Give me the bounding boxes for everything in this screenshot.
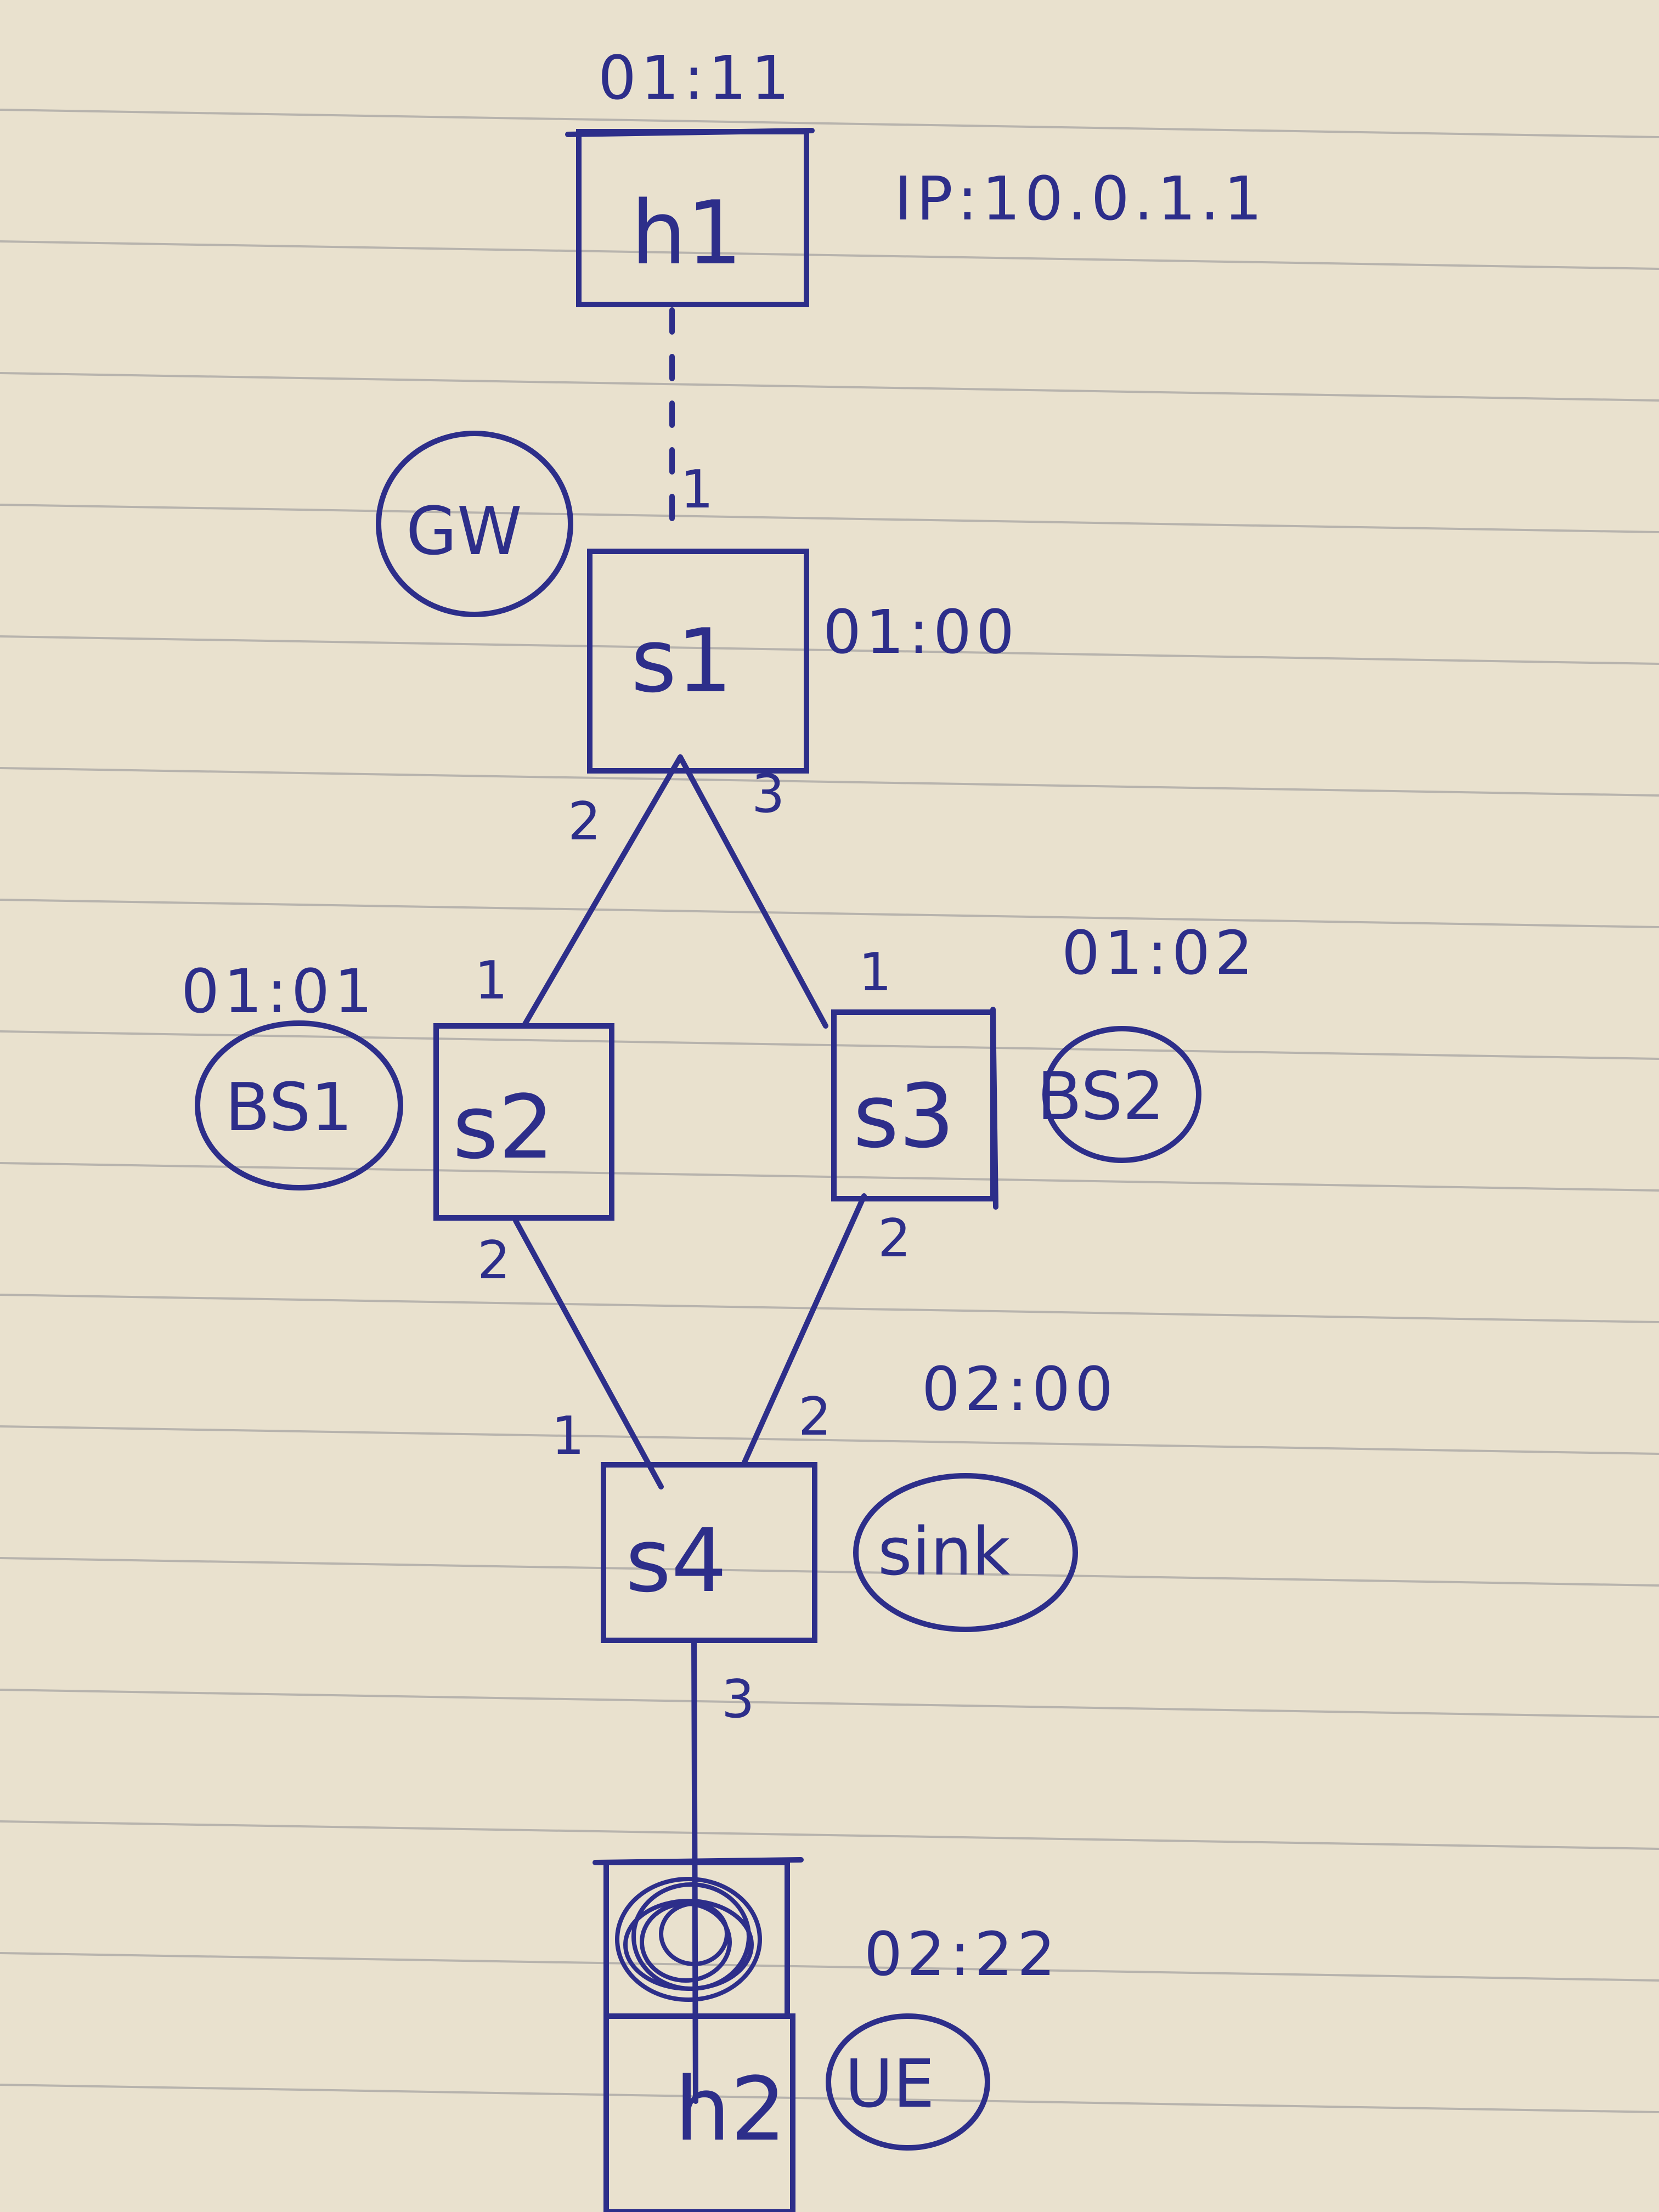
link-s4-h2: [691, 1638, 698, 2104]
ruled-lines: [0, 109, 1659, 2113]
link-s1-s2: [521, 754, 683, 1029]
port-s3-top: 1: [859, 943, 891, 1003]
port-s1-top: 1: [680, 460, 713, 520]
node-h2: h2 02:22 UE: [592, 1857, 1060, 2212]
port-s2-top: 1: [475, 951, 507, 1011]
mac-label-s2: 01:01: [181, 956, 377, 1026]
port-s1-right: 3: [752, 764, 785, 825]
role-circle-s1: [376, 431, 573, 617]
port-s4-bottom: 3: [721, 1669, 754, 1730]
mac-label-h2: 02:22: [864, 1919, 1060, 1989]
node-label-s1: s1: [631, 610, 732, 712]
node-label-h2: h2: [675, 2058, 786, 2160]
role-circle-s3: [1042, 1026, 1201, 1163]
role-label-s3: BS2: [1037, 1059, 1165, 1135]
role-circle-h2: [826, 2013, 990, 2151]
link-s3-s4: [741, 1193, 867, 1468]
node-label-s4: s4: [625, 1509, 727, 1612]
mac-label-s3: 01:02: [1062, 918, 1257, 988]
port-s4-left: 1: [551, 1406, 584, 1466]
node-s2: s2 01:01 BS1 1 2: [181, 951, 614, 1291]
node-label-h1: h1: [631, 182, 742, 284]
scribbled-out-box: [592, 1857, 804, 2019]
node-box-s1: [587, 549, 809, 774]
ip-label-h1: IP:10.0.1.1: [894, 163, 1267, 234]
node-s1: s1 01:00 GW 1 2 3: [376, 431, 1019, 852]
link-s2-s4: [513, 1218, 664, 1489]
port-s1-left: 2: [568, 792, 601, 852]
node-s3: s3 01:02 BS2 1 2: [831, 918, 1257, 1269]
role-label-s1: GW: [406, 494, 522, 570]
role-circle-s2: [195, 1020, 403, 1190]
role-label-s4: sink: [878, 1514, 1011, 1590]
port-s2-bottom: 2: [477, 1231, 510, 1291]
node-box-s2: [433, 1023, 614, 1221]
node-label-s3: s3: [853, 1065, 955, 1167]
port-s4-right: 2: [798, 1387, 831, 1447]
node-label-s2: s2: [453, 1076, 554, 1178]
role-label-s2: BS1: [225, 1070, 353, 1146]
role-label-h2: UE: [845, 2046, 935, 2123]
mac-label-h1: 01:11: [598, 43, 794, 113]
node-box-h2: [603, 2013, 795, 2212]
mac-label-s1: 01:00: [823, 597, 1019, 667]
node-h1: h1 01:11 IP:10.0.1.1: [565, 43, 1267, 307]
links: [513, 307, 867, 2104]
mac-label-s4: 02:00: [922, 1354, 1118, 1424]
port-s3-bottom: 2: [878, 1209, 911, 1269]
link-s1-s3: [678, 754, 828, 1029]
node-box-s4: [601, 1462, 817, 1643]
node-s4: s4 02:00 sink 1 2 3: [551, 1354, 1118, 1730]
role-circle-s4: [853, 1473, 1078, 1632]
